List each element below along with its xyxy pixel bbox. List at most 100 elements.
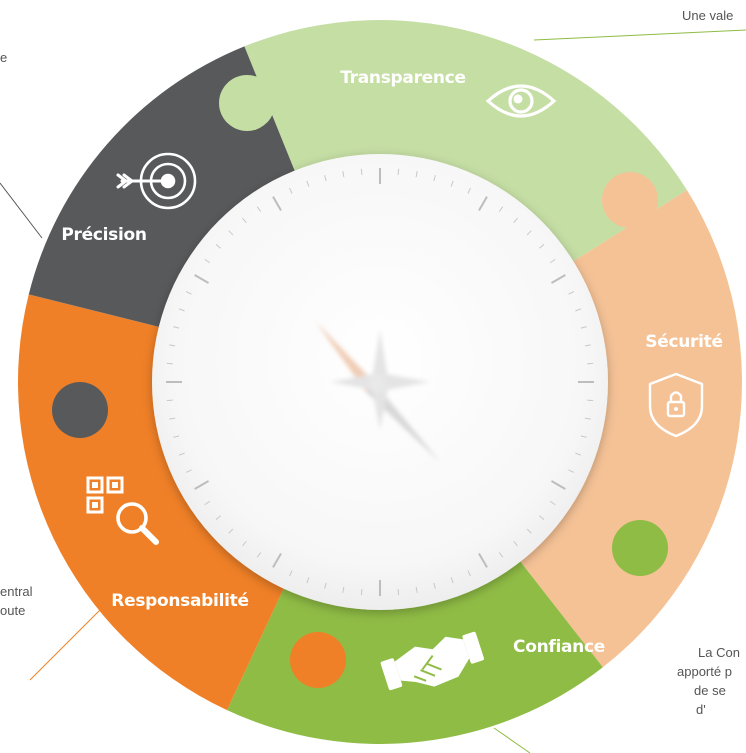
dial-tick: [185, 469, 192, 473]
connector-line-bottom-left: [29, 597, 113, 681]
dial-tick: [498, 206, 504, 212]
dial-tick: [178, 452, 185, 456]
dial-tick: [242, 217, 247, 223]
dial-tick: [185, 291, 192, 295]
dial-tick: [289, 570, 293, 577]
dial-tick: [550, 500, 556, 506]
dial-tick-marks: [166, 168, 594, 596]
puzzle-tab-transparence: [219, 75, 275, 131]
dial-tick: [228, 528, 234, 534]
dial-tick: [272, 552, 282, 568]
dial-tick: [539, 515, 545, 520]
dial-tick: [550, 274, 566, 284]
dial-tick: [568, 469, 575, 473]
dial-tick: [433, 175, 436, 182]
dial-tick: [360, 589, 363, 596]
side-text-line: de se: [694, 683, 726, 698]
dial-tick: [526, 528, 532, 534]
compass-icon: [316, 322, 440, 462]
connector-line-top-left: [0, 182, 43, 239]
dial-tick: [550, 480, 566, 490]
dial-tick: [194, 274, 210, 284]
handshake-icon: [380, 631, 484, 691]
dial-tick: [415, 171, 418, 178]
dial-tick: [204, 258, 210, 264]
dial-tick: [467, 187, 471, 194]
dial-tick: [169, 417, 176, 420]
side-text-line: d': [696, 702, 706, 717]
dial-tick: [324, 582, 327, 589]
ring-segment-transparence: [244, 19, 687, 270]
dial-tick: [169, 344, 176, 347]
segment-label-securite: Sécurité: [645, 332, 722, 352]
side-text-bottom-left: entral oute: [0, 582, 33, 620]
puzzle-tab-responsabilite: [290, 632, 346, 688]
dial-tick: [450, 180, 454, 187]
dial-tick: [513, 541, 518, 547]
connector-line-top-right: [533, 29, 746, 41]
dial-tick: [342, 171, 345, 178]
dial-tick: [450, 577, 454, 584]
connector-line-bottom-right: [493, 727, 531, 753]
side-text-bottom-right: La Con apporté p de se d': [676, 643, 740, 719]
target-arrow-icon: [116, 152, 197, 210]
dial-tick: [513, 217, 518, 223]
dial-tick: [166, 399, 173, 402]
dial-tick: [342, 586, 345, 593]
dial-tick: [587, 362, 594, 365]
dial-tick: [568, 291, 575, 295]
segment-label-responsabilite: Responsabilité: [111, 591, 248, 611]
dial-tick: [587, 399, 594, 402]
dial-tick: [360, 168, 363, 175]
ring-segment-securite: [510, 190, 743, 668]
side-text-line: e: [0, 50, 8, 65]
side-text-line: Une vale: [682, 8, 734, 23]
dial-tick: [289, 187, 293, 194]
segment-label-transparence: Transparence: [340, 68, 465, 88]
segment-label-confiance: Confiance: [513, 637, 605, 657]
dial-tick: [467, 570, 471, 577]
dial-tick: [204, 500, 210, 506]
side-text-line: oute: [0, 603, 26, 618]
dial-tick: [397, 168, 400, 175]
segment-label-precision: Précision: [61, 225, 146, 245]
shield-lock-icon: [648, 372, 704, 438]
dial-tick: [178, 308, 185, 312]
puzzle-tab-confiance: [612, 520, 668, 576]
qr-search-icon: [86, 476, 159, 545]
eye-icon: [485, 84, 557, 118]
dial-tick: [415, 586, 418, 593]
side-text-line: apporté p: [677, 664, 732, 679]
side-text-line: La Con: [698, 645, 740, 660]
dial-tick: [272, 196, 282, 212]
dial-tick: [242, 541, 247, 547]
dial-tick: [539, 244, 545, 249]
dial-tick: [397, 589, 400, 596]
dial-tick: [478, 552, 488, 568]
side-text-top-right: Une vale: [682, 6, 733, 25]
dial-tick: [580, 435, 587, 438]
dial-tick: [194, 480, 210, 490]
dial-tick: [215, 515, 221, 520]
dial-tick: [526, 230, 532, 236]
dial-tick: [306, 577, 310, 584]
dial-tick: [173, 435, 180, 438]
dial-tick: [478, 196, 488, 212]
side-text-top-left: e: [0, 48, 7, 67]
dial-tick: [433, 582, 436, 589]
dial-tick: [584, 344, 591, 347]
dial-tick: [256, 206, 262, 212]
puzzle-tab-securite: [602, 172, 658, 228]
dial-tick: [584, 417, 591, 420]
puzzle-tab-precision: [52, 382, 108, 438]
dial-tick: [256, 552, 262, 558]
dial-tick: [580, 326, 587, 329]
dial-tick: [498, 552, 504, 558]
side-text-line: entral: [0, 584, 33, 599]
dial-tick: [215, 244, 221, 249]
dial-tick: [166, 362, 173, 365]
dial-tick: [173, 326, 180, 329]
dial-tick: [575, 452, 582, 456]
dial-tick: [228, 230, 234, 236]
